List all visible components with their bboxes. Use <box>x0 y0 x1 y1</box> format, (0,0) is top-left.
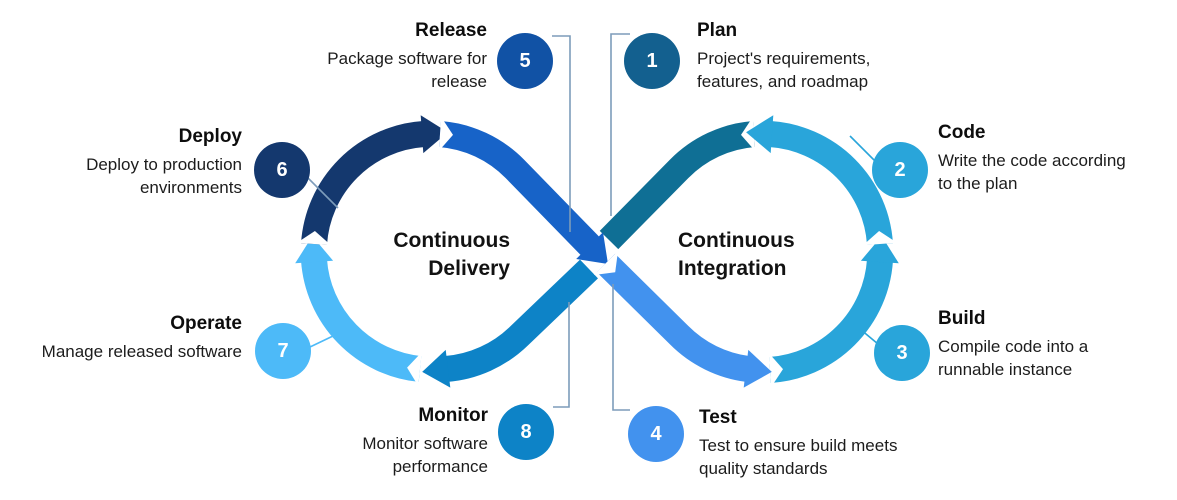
badge-number: 8 <box>520 420 532 443</box>
connector-plan <box>610 33 630 216</box>
left-loop-label: Continuous Delivery <box>393 229 510 280</box>
arrow-head-release-arc <box>576 232 608 264</box>
connector-operate <box>309 335 334 348</box>
stage-desc: Manage released software <box>41 342 242 361</box>
arrow-head-monitor-arc <box>422 349 451 388</box>
stage-operate: Operate Manage released software <box>2 313 242 363</box>
stage-number-badge-monitor: 8 <box>498 404 554 460</box>
arrow-head-build-arc <box>860 236 899 264</box>
stage-title: Test <box>699 407 737 428</box>
connector-monitor <box>553 302 570 408</box>
segment-code-arc <box>768 121 893 246</box>
stage-plan: Plan Project's requirements, features, a… <box>697 20 947 94</box>
segment-build-arc <box>768 258 893 383</box>
stage-release: Release Package software for release <box>237 20 487 94</box>
stage-desc: Monitor software performance <box>362 434 488 477</box>
stage-number-badge-build: 3 <box>874 325 930 381</box>
stage-number-badge-deploy: 6 <box>254 142 310 198</box>
loop-segments <box>295 115 899 388</box>
tail-notch-test-arc <box>594 251 618 275</box>
stage-title: Monitor <box>418 405 488 426</box>
connector-lines <box>304 33 879 411</box>
stage-desc: Package software for release <box>327 49 487 92</box>
segment-operate-arc <box>301 258 422 382</box>
stage-desc: Write the code according to the plan <box>938 151 1126 194</box>
connector-test <box>612 284 630 411</box>
stage-code: Code Write the code according to the pla… <box>938 122 1177 196</box>
stage-number-badge-code: 2 <box>872 142 928 198</box>
tail-notch-build-arc <box>768 353 783 387</box>
arrow-head-deploy-arc <box>420 115 448 154</box>
stage-title: Build <box>938 308 986 329</box>
connector-release <box>552 35 571 232</box>
segment-plan-arc <box>599 121 756 250</box>
connector-deploy <box>304 174 339 209</box>
arrow-head-operate-arc <box>295 236 334 264</box>
badge-number: 5 <box>519 49 531 72</box>
stage-monitor: Monitor Monitor software performance <box>268 405 488 479</box>
stage-title: Operate <box>170 313 242 334</box>
badge-number: 2 <box>894 158 906 181</box>
right-loop-label: Continuous Integration <box>678 229 795 280</box>
tail-notch-plan-arc <box>741 117 756 151</box>
badge-number: 1 <box>646 49 658 72</box>
stage-number-badge-plan: 1 <box>624 33 680 89</box>
tail-notch-release-arc <box>438 117 453 151</box>
tail-notch-operate-arc <box>407 352 422 386</box>
tail-notch-code-arc <box>863 231 897 246</box>
stage-test: Test Test to ensure build meets quality … <box>699 407 959 481</box>
segment-test-arc <box>596 253 751 382</box>
connector-code <box>849 135 877 163</box>
stage-number-badge-test: 4 <box>628 406 684 462</box>
stage-title: Deploy <box>178 126 242 147</box>
arrow-head-code-arc <box>746 115 774 154</box>
stage-title: Code <box>938 122 986 143</box>
badge-number: 6 <box>276 158 288 181</box>
stage-number-badge-release: 5 <box>497 33 553 89</box>
badge-number: 7 <box>277 339 289 362</box>
badge-number: 4 <box>650 422 662 445</box>
connector-build <box>853 323 879 345</box>
segment-deploy-arc <box>301 121 426 246</box>
stage-build: Build Compile code into a runnable insta… <box>938 308 1177 382</box>
stage-desc: Test to ensure build meets quality stand… <box>699 436 898 479</box>
stage-desc: Project's requirements, features, and ro… <box>697 49 871 92</box>
badge-number: 3 <box>896 341 908 364</box>
stage-number-badge-operate: 7 <box>255 323 311 379</box>
segment-monitor-arc <box>444 259 598 382</box>
arrow-head-test-arc <box>743 349 772 388</box>
stage-deploy: Deploy Deploy to production environments <box>22 126 242 200</box>
stage-desc: Compile code into a runnable instance <box>938 337 1089 380</box>
stage-desc: Deploy to production environments <box>86 155 242 198</box>
stage-title: Release <box>415 20 487 41</box>
stage-title: Plan <box>697 20 738 41</box>
tail-notch-deploy-arc <box>297 231 331 246</box>
